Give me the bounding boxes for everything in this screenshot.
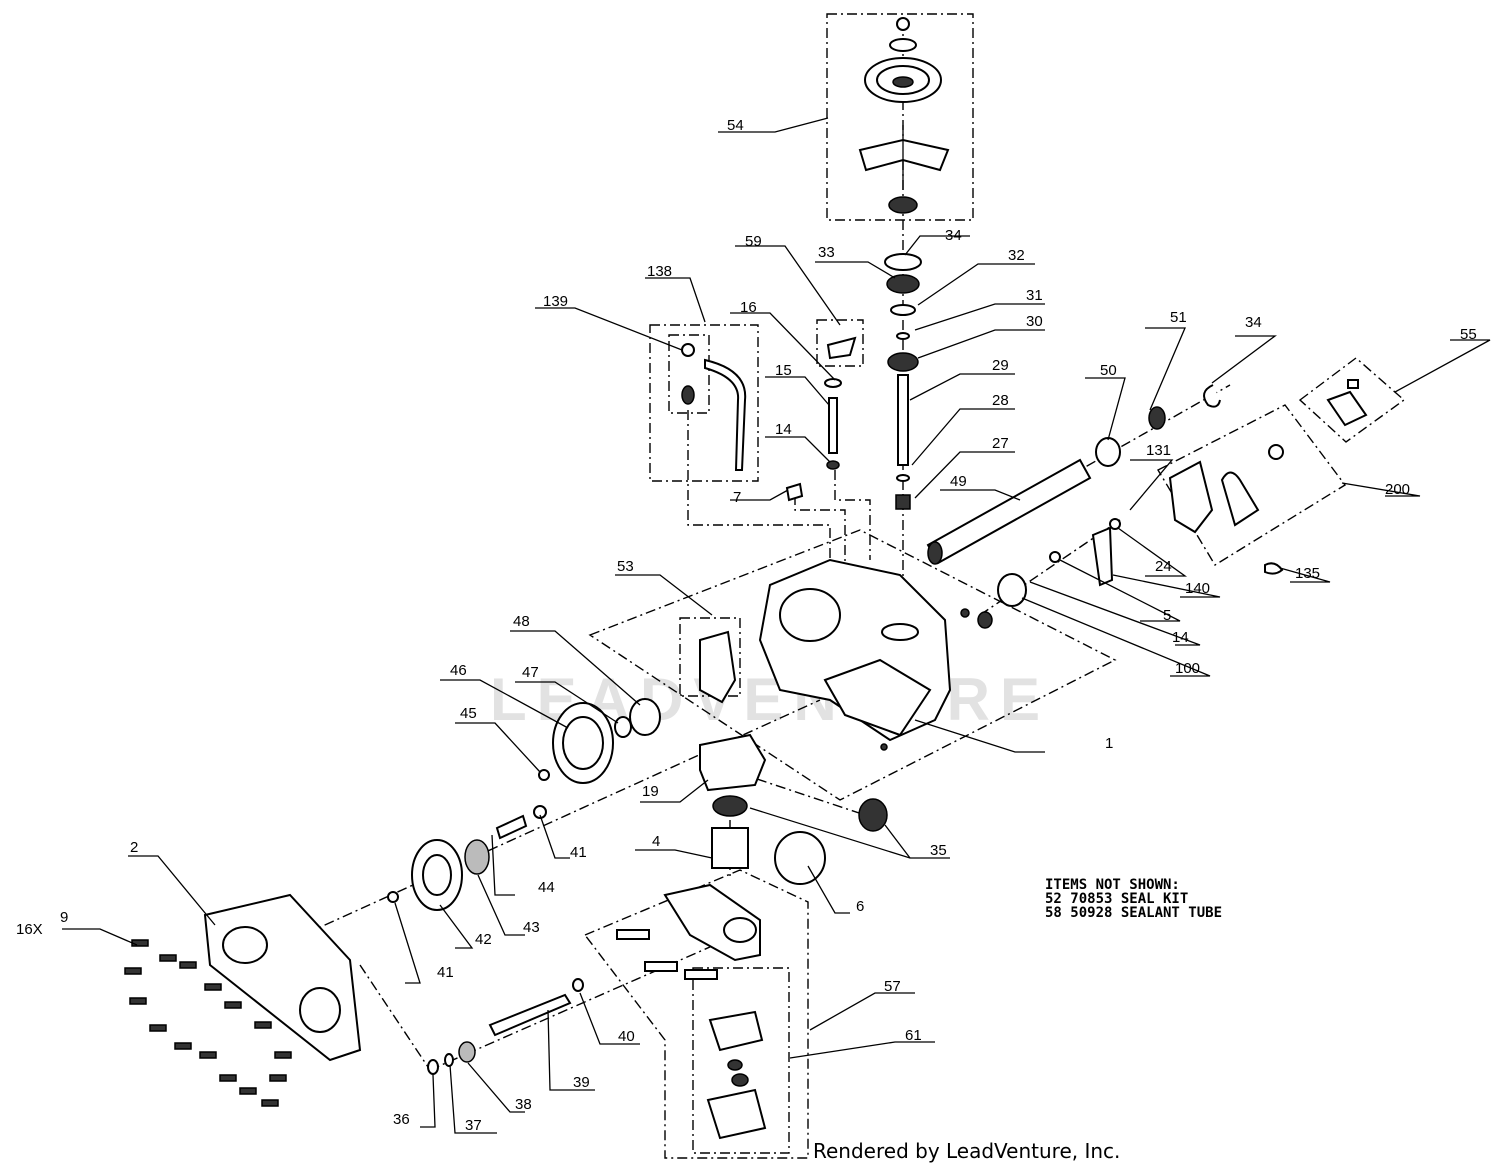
callout-28: 28 [992, 392, 1009, 409]
pump-parts [616, 733, 888, 1140]
callout-54: 54 [727, 117, 744, 134]
callout-1: 1 [1105, 735, 1113, 752]
cover-link-line [359, 964, 431, 1071]
bypass-link-line [687, 410, 831, 570]
callout-47: 47 [522, 664, 539, 681]
callout-37: 37 [465, 1117, 482, 1134]
callout-41-left: 41 [437, 964, 454, 981]
callout-34-top: 34 [945, 227, 962, 244]
callout-46: 46 [450, 662, 467, 679]
gear-set [387, 630, 737, 911]
callout-16x: 16X [16, 921, 43, 938]
item-200-box [1157, 404, 1347, 566]
cover-bolts [124, 939, 292, 1107]
callout-34-right: 34 [1245, 314, 1262, 331]
callout-36: 36 [393, 1111, 410, 1128]
callout-9: 9 [60, 909, 68, 926]
callout-138: 138 [647, 263, 672, 280]
bypass-rod-group-box [649, 324, 759, 482]
callout-43: 43 [523, 919, 540, 936]
callout-40: 40 [618, 1028, 635, 1045]
callout-14-lower: 14 [1172, 629, 1189, 646]
callout-61: 61 [905, 1027, 922, 1044]
item-59-box [816, 319, 864, 367]
callout-19: 19 [642, 783, 659, 800]
rod-link-line [834, 470, 871, 560]
item7-link-line [794, 495, 846, 570]
upper-axle-axis [929, 384, 1231, 556]
callout-39: 39 [573, 1074, 590, 1091]
callout-55: 55 [1460, 326, 1477, 343]
callout-4: 4 [652, 833, 660, 850]
callout-5: 5 [1163, 607, 1171, 624]
callout-24: 24 [1155, 558, 1172, 575]
callout-6: 6 [856, 898, 864, 915]
callout-35: 35 [930, 842, 947, 859]
callout-100: 100 [1175, 660, 1200, 677]
callout-57: 57 [884, 978, 901, 995]
callout-48: 48 [513, 613, 530, 630]
callout-200: 200 [1385, 481, 1410, 498]
item-57-box [583, 869, 809, 1159]
transaxle-housing [758, 558, 952, 751]
callout-53: 53 [617, 558, 634, 575]
item-55-box [1298, 357, 1406, 443]
callout-27: 27 [992, 435, 1009, 452]
input-shaft-stack [884, 253, 922, 510]
callout-16: 16 [740, 299, 757, 316]
axle-parts [926, 379, 1368, 629]
bypass-inner-box [668, 334, 710, 414]
callout-33: 33 [818, 244, 835, 261]
callout-50: 50 [1100, 362, 1117, 379]
callout-140: 140 [1185, 580, 1210, 597]
pump-axis [699, 759, 881, 821]
output-shaft-axis [429, 924, 761, 1071]
note-heading: ITEMS NOT SHOWN: [1045, 877, 1180, 893]
callout-45: 45 [460, 705, 477, 722]
note-sealant-tube: 58 50928 SEALANT TUBE [1045, 905, 1222, 921]
callout-31: 31 [1026, 287, 1043, 304]
callout-29: 29 [992, 357, 1009, 374]
pulley-fan-group-box [826, 13, 974, 221]
callout-41-right: 41 [570, 844, 587, 861]
callout-15: 15 [775, 362, 792, 379]
callout-131: 131 [1146, 442, 1171, 459]
output-shaft-parts [427, 978, 584, 1075]
callout-42: 42 [475, 931, 492, 948]
callout-44: 44 [538, 879, 555, 896]
callout-7: 7 [733, 489, 741, 506]
callout-2: 2 [130, 839, 138, 856]
callout-135: 135 [1295, 565, 1320, 582]
callout-51: 51 [1170, 309, 1187, 326]
callout-14-upper: 14 [775, 421, 792, 438]
bypass-rod-parts [681, 336, 857, 502]
pulley-fan-assembly [858, 17, 950, 214]
leader-lines [62, 117, 1491, 1134]
callout-30: 30 [1026, 313, 1043, 330]
callout-32: 32 [1008, 247, 1025, 264]
callout-49: 49 [950, 473, 967, 490]
side-cover [203, 893, 362, 1062]
items-not-shown-note: ITEMS NOT SHOWN: 52 70853 SEAL KIT 58 50… [1045, 877, 1222, 921]
callout-59: 59 [745, 233, 762, 250]
callout-139: 139 [543, 293, 568, 310]
render-credit: Rendered by LeadVenture, Inc. [813, 1139, 1120, 1163]
item-61-box [692, 967, 790, 1154]
note-seal-kit: 52 70853 SEAL KIT [1045, 891, 1188, 907]
callout-38: 38 [515, 1096, 532, 1113]
